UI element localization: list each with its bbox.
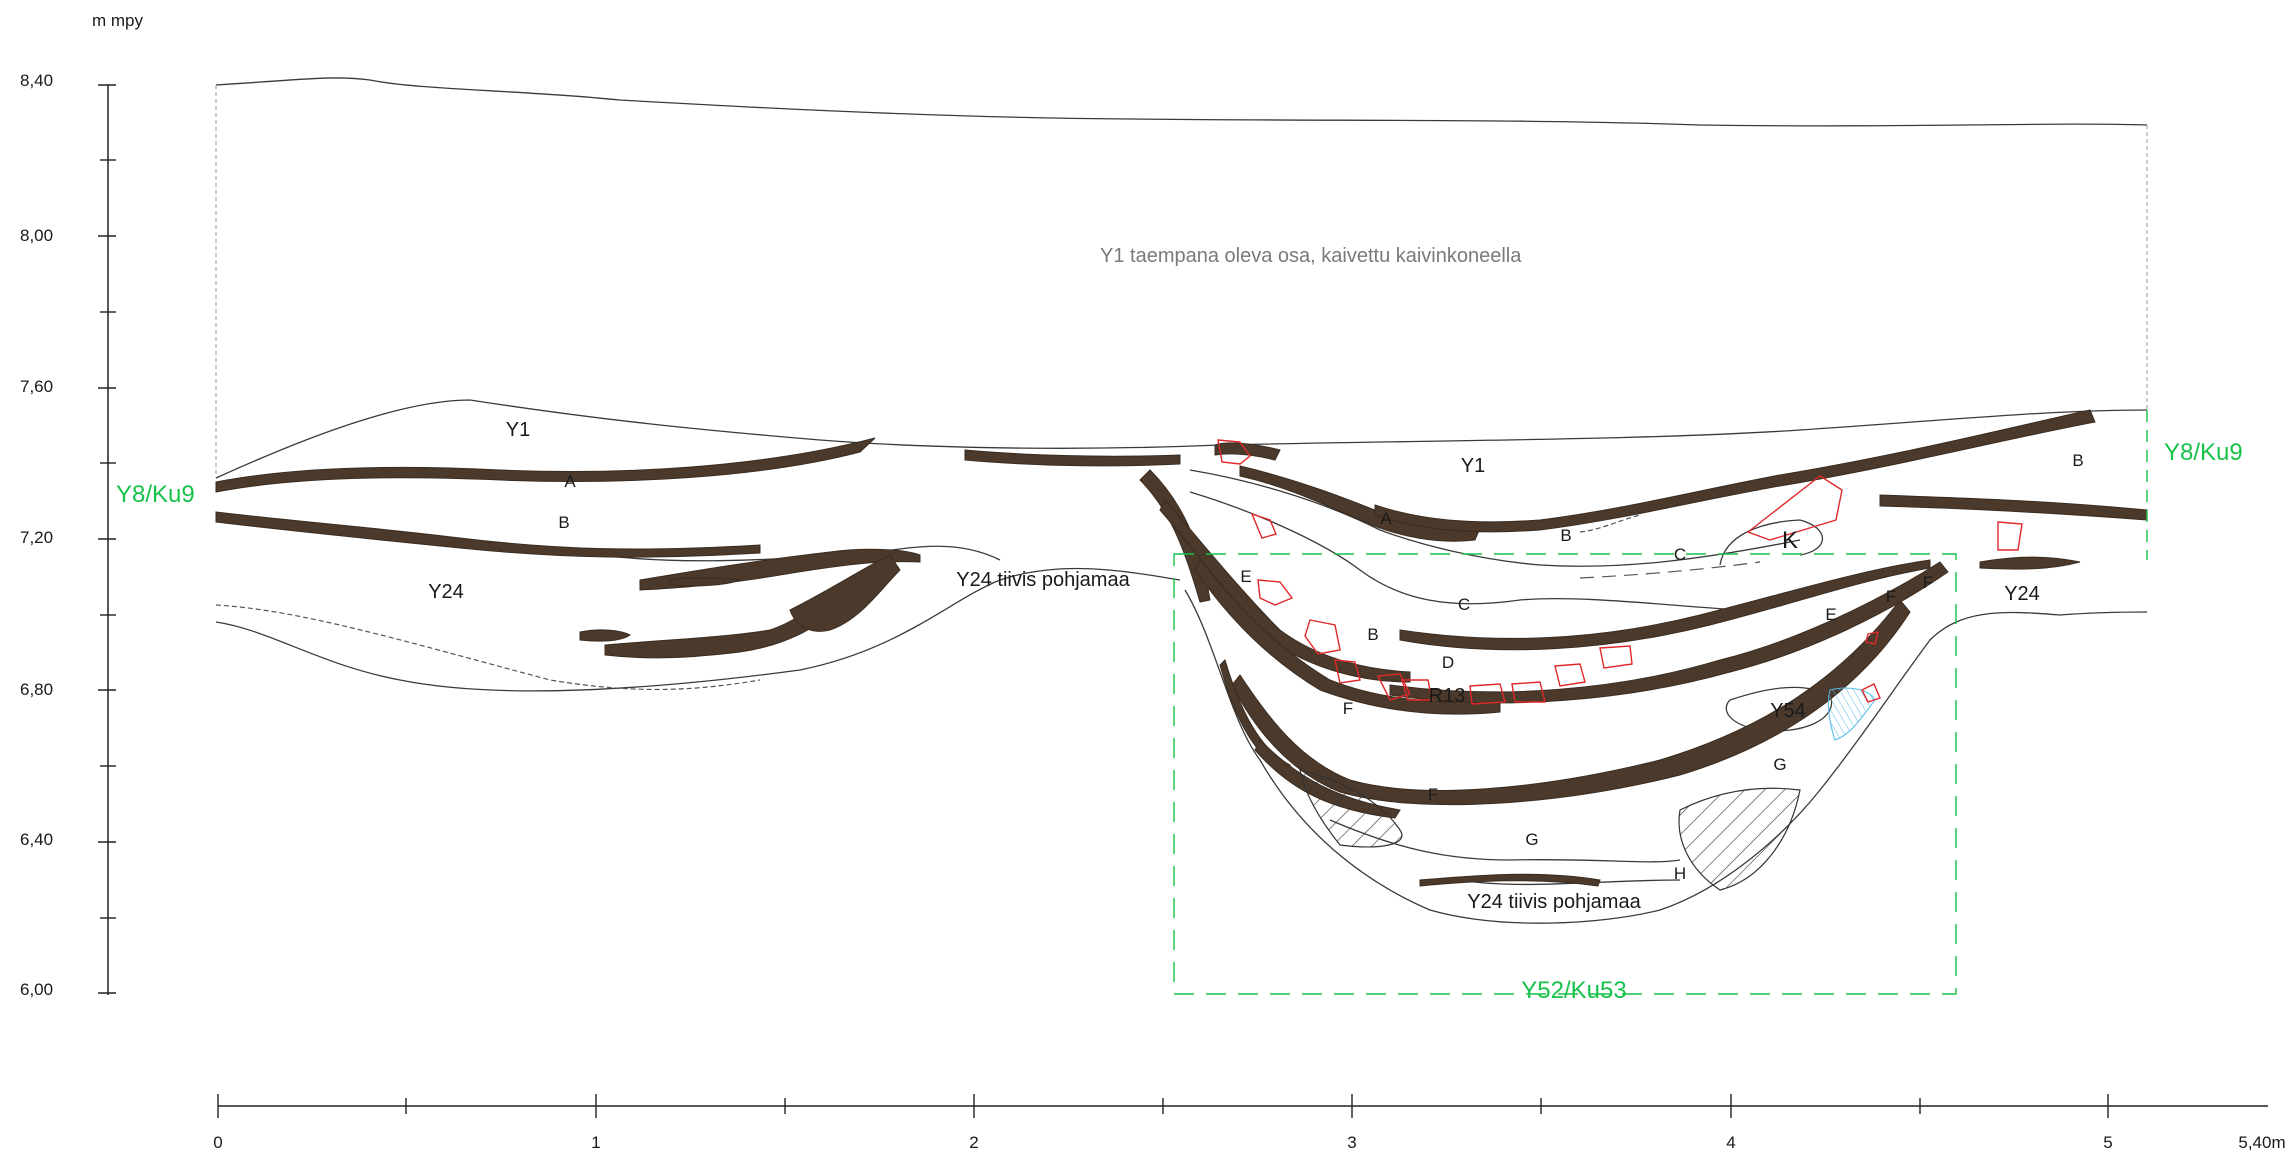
marker-box-label: Y52/Ku53 <box>1521 977 1626 1004</box>
layer-label: H <box>1674 864 1686 883</box>
layer-label: C <box>1458 595 1470 614</box>
y-axis-unit-label: m mpy <box>92 11 144 30</box>
y-tick-label: 6,80 <box>20 680 53 699</box>
x-tick-label: 4 <box>1726 1133 1735 1152</box>
y-axis: m mpy 8,40 8,00 7,60 7,20 6,80 6,40 6,00 <box>20 11 144 999</box>
layer-label: Y1 <box>1461 455 1485 477</box>
layer-label: R13 <box>1429 685 1466 707</box>
layer-label: Y1 <box>506 419 530 441</box>
hatched-areas <box>1299 687 1876 891</box>
layer-label: B <box>2072 451 2083 470</box>
x-tick-label: 1 <box>591 1133 600 1152</box>
stones <box>1217 439 2023 705</box>
top-note: Y1 taempana oleva osa, kaivettu kaivinko… <box>1100 245 1522 267</box>
layer-label: K <box>1782 527 1798 554</box>
y-tick-label: 7,60 <box>20 377 53 396</box>
y-tick-label: 8,00 <box>20 226 53 245</box>
x-axis: 0 1 2 3 4 5 5,40m <box>213 1094 2286 1152</box>
layer-label: B <box>1560 526 1571 545</box>
layer-label: F <box>1886 587 1896 606</box>
layer-label: G <box>1525 830 1538 849</box>
marker-right: Y8/Ku9 <box>2164 439 2243 466</box>
layer-labels: Y1 A B Y24 Y24 tiivis pohjamaa Y1 A B C … <box>428 419 2083 913</box>
y-tick-label: 7,20 <box>20 528 53 547</box>
layer-label: D <box>1442 653 1454 672</box>
layer-label: B <box>558 513 569 532</box>
top-excavated-outline: Y1 taempana oleva osa, kaivettu kaivinko… <box>215 77 2148 478</box>
layer-label: F <box>1923 573 1933 592</box>
sample-box-outline <box>1173 553 1957 995</box>
x-tick-label: 3 <box>1347 1133 1356 1152</box>
marker-left: Y8/Ku9 <box>116 481 195 508</box>
layer-label: G <box>1773 755 1786 774</box>
layer-label: F <box>1428 785 1438 804</box>
x-tick-label: 0 <box>213 1133 222 1152</box>
layer-label: Y24 tiivis pohjamaa <box>956 569 1130 591</box>
markers: Y8/Ku9 Y8/Ku9 Y52/Ku53 <box>116 410 2243 1004</box>
layer-label: E <box>1825 605 1836 624</box>
x-tick-label: 5,40m <box>2238 1133 2285 1152</box>
layer-label: Y24 <box>2004 583 2040 605</box>
layer-label: E <box>1240 567 1251 586</box>
layer-label: Y54 <box>1770 700 1806 722</box>
layer-label: Y24 tiivis pohjamaa <box>1467 891 1641 913</box>
y-tick-label: 6,40 <box>20 830 53 849</box>
x-tick-label: 2 <box>969 1133 978 1152</box>
layer-label: A <box>564 472 576 491</box>
layer-label: B <box>1367 625 1378 644</box>
layer-label: F <box>1343 699 1353 718</box>
y-tick-label: 8,40 <box>20 71 53 90</box>
x-tick-label: 5 <box>2103 1133 2112 1152</box>
y-tick-label: 6,00 <box>20 980 53 999</box>
dark-layer-bands <box>215 409 2148 887</box>
layer-label: C <box>1674 545 1686 564</box>
layer-label: Y24 <box>428 581 464 603</box>
layer-label: A <box>1380 509 1392 528</box>
